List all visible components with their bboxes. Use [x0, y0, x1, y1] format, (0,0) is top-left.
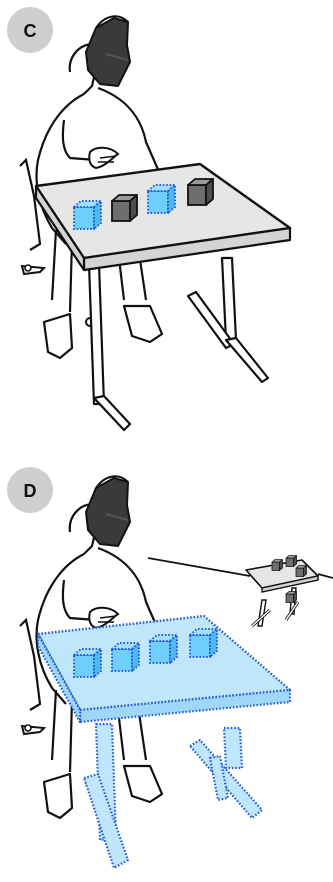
real-desk-inset	[246, 556, 318, 626]
real-cube-c1-icon	[112, 195, 137, 221]
panel-d-badge: D	[7, 467, 53, 513]
virtual-cube-d1-icon	[74, 649, 101, 677]
virtual-cube-c2-icon	[148, 185, 175, 213]
panel-c-label: C	[24, 21, 37, 41]
panel-d-label: D	[24, 481, 37, 501]
panel-d: D	[7, 467, 333, 868]
panel-c: C	[7, 7, 290, 430]
headset-c-icon	[86, 16, 130, 86]
virtual-cube-c1-icon	[74, 201, 101, 229]
panel-c-badge: C	[7, 7, 53, 53]
headset-d-icon	[86, 476, 130, 546]
virtual-cube-d3-icon	[150, 635, 177, 663]
virtual-cube-d4-icon	[190, 629, 217, 657]
virtual-cube-d2-icon	[112, 643, 139, 671]
real-cube-c2-icon	[188, 179, 213, 205]
virtual-desk-legs	[84, 724, 262, 868]
